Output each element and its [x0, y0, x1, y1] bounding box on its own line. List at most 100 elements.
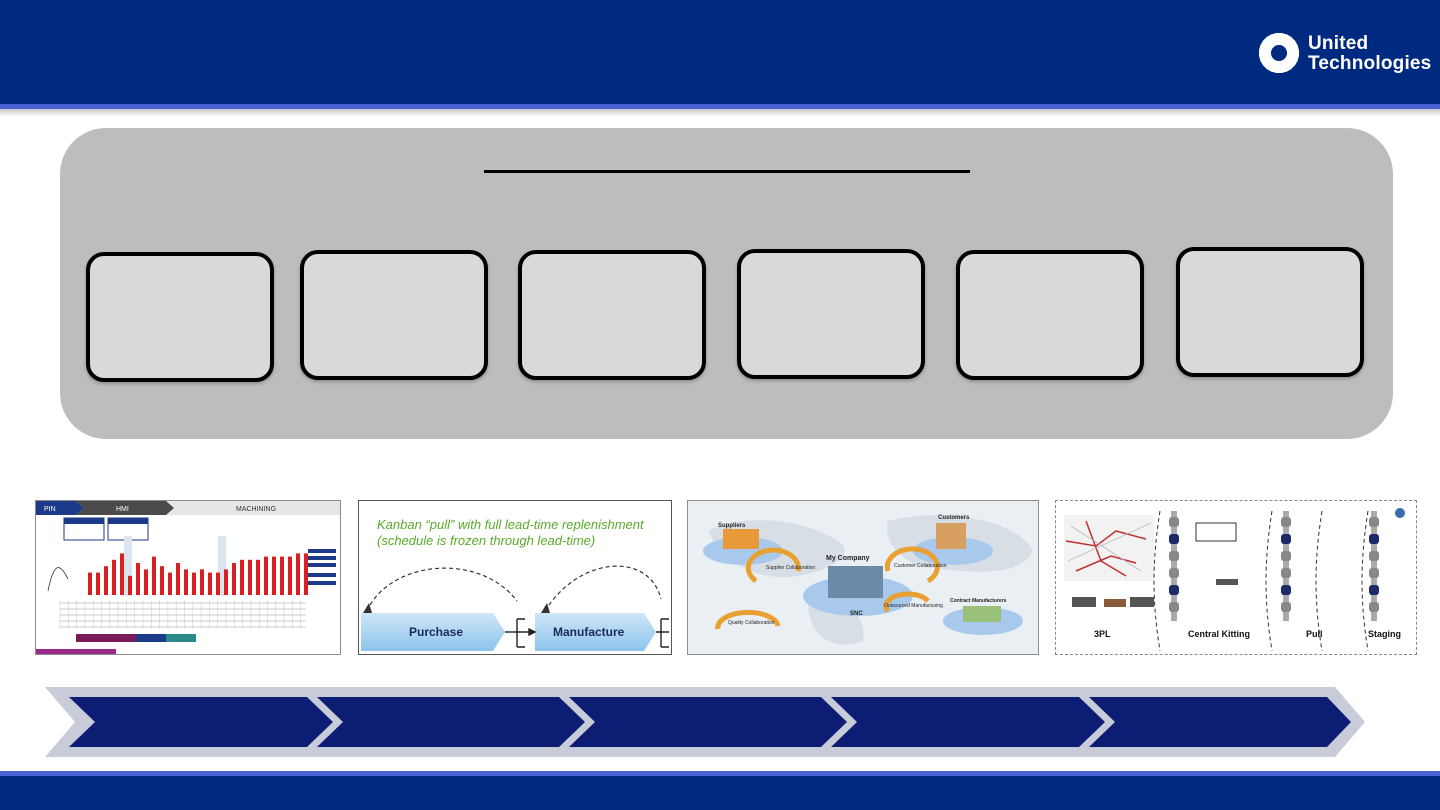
schedule-bar: [208, 572, 212, 595]
station-node: [1281, 568, 1291, 578]
chevron-step-3: [569, 697, 847, 747]
schedule-bar: [160, 566, 164, 595]
station-node: [1369, 585, 1379, 595]
station-node: [1369, 517, 1379, 527]
kanban-title-line-2: (schedule is frozen through lead-time): [377, 533, 596, 548]
panel-box-3: [518, 250, 706, 380]
purchase-label: Purchase: [409, 625, 463, 639]
logistics-diagram: 3PL Central Kitting Pull Staging: [1064, 508, 1405, 652]
schedule-bar: [296, 553, 300, 595]
snc-quality-collab-label: Quality Collaboration: [728, 620, 775, 626]
schedule-bar: [176, 563, 180, 595]
tab-machining: MACHINING: [236, 506, 276, 513]
schedule-bar: [256, 559, 260, 595]
thumbnail-logistics: 3PL Central Kitting Pull Staging: [1055, 500, 1417, 655]
chevron-step-2: [317, 697, 585, 747]
schedule-bar: [288, 556, 292, 595]
panel-box-4: [737, 249, 925, 379]
schedule-bar: [272, 556, 276, 595]
thumbnail-snc: Suppliers Customers My Company SNC Suppl…: [687, 500, 1039, 655]
logo-line-2: Technologies: [1308, 53, 1432, 74]
station-node: [1281, 517, 1291, 527]
schedule-bar: [200, 569, 204, 595]
station-node: [1281, 551, 1291, 561]
chevron-arrows: [45, 687, 1365, 757]
snc-outsourced-label: Outsourced Manufacturing: [884, 603, 943, 609]
station-node: [1369, 568, 1379, 578]
header-bar: United Technologies: [0, 0, 1440, 104]
station-node: [1169, 568, 1179, 578]
logistics-3pl-label: 3PL: [1094, 629, 1111, 639]
schedule-bar: [120, 553, 124, 595]
schedule-bar: [232, 563, 236, 595]
schedule-bar: [104, 566, 108, 595]
snc-diagram: Suppliers Customers My Company SNC Suppl…: [688, 501, 1038, 654]
snc-contract-label: Contract Manufacturers: [950, 598, 1007, 604]
snc-company-label: My Company: [826, 555, 870, 562]
station-node: [1281, 534, 1291, 544]
schedule-bar: [304, 553, 308, 595]
tab-pin: PIN: [44, 506, 56, 513]
purchase-arrow: [361, 613, 505, 651]
header-accent-line: [0, 104, 1440, 109]
station-node: [1369, 534, 1379, 544]
station-node: [1281, 585, 1291, 595]
manufacture-arrow: [535, 613, 656, 651]
schedule-bar: [280, 556, 284, 595]
station-node: [1169, 585, 1179, 595]
schedule-bar: [168, 572, 172, 595]
tab-hmi: HMI: [116, 506, 129, 513]
thumbnail-kanban: Kanban “pull” with full lead-time replen…: [358, 500, 672, 655]
panel-box-5: [956, 250, 1144, 380]
schedule-bar: [216, 572, 220, 595]
logo-wordmark: United Technologies: [1308, 34, 1431, 74]
process-chevron-band: [45, 687, 1365, 757]
footer-accent-line: [0, 771, 1440, 776]
schedule-bar: [264, 556, 268, 595]
kanban-diagram: Purchase Manufacture: [361, 565, 669, 651]
logo-line-1: United: [1308, 33, 1369, 54]
content-panel: [60, 128, 1393, 439]
schedule-bar: [88, 572, 92, 595]
station-node: [1169, 517, 1179, 527]
panel-box-2: [300, 250, 488, 380]
snc-customers-label: Customers: [938, 515, 970, 521]
logistics-pull-label: Pull: [1306, 629, 1323, 639]
station-node: [1369, 551, 1379, 561]
header-shadow: [0, 109, 1440, 117]
schedule-bar: [240, 559, 244, 595]
chevron-step-5: [1089, 697, 1351, 747]
thumbnail-schedule: PIN HMI MACHINING: [35, 500, 341, 655]
schedule-bar: [152, 556, 156, 595]
kanban-title-line-1: Kanban “pull” with full lead-time replen…: [377, 517, 644, 532]
schedule-bar: [96, 572, 100, 595]
schedule-bar: [224, 569, 228, 595]
schedule-bar: [144, 569, 148, 595]
schedule-bar: [184, 569, 188, 595]
panel-box-1: [86, 252, 274, 382]
company-logo: United Technologies: [1258, 32, 1431, 76]
station-node: [1369, 602, 1379, 612]
panel-box-6: [1176, 247, 1364, 377]
title-underline: [484, 170, 970, 173]
sunburst-logo-icon: [1258, 32, 1300, 74]
logistics-kitting-label: Central Kitting: [1188, 629, 1250, 639]
schedule-bar: [136, 563, 140, 595]
snc-customer-collab-label: Customer Collaboration: [894, 563, 947, 569]
snc-suppliers-label: Suppliers: [718, 523, 746, 529]
chevron-step-4: [831, 697, 1105, 747]
station-node: [1281, 602, 1291, 612]
schedule-bar: [128, 575, 132, 595]
station-node: [1169, 551, 1179, 561]
kanban-title: Kanban “pull” with full lead-time replen…: [377, 517, 644, 549]
manufacture-label: Manufacture: [553, 625, 625, 639]
footer-bar: [0, 776, 1440, 810]
station-node: [1169, 602, 1179, 612]
schedule-graphic: PIN HMI MACHINING: [36, 501, 340, 654]
schedule-bar: [248, 559, 252, 595]
snc-supplier-collab-label: Supplier Collaboration: [766, 565, 815, 571]
station-node: [1169, 534, 1179, 544]
logistics-staging-label: Staging: [1368, 629, 1401, 639]
snc-label: SNC: [850, 611, 863, 617]
chevron-step-1: [69, 697, 333, 747]
